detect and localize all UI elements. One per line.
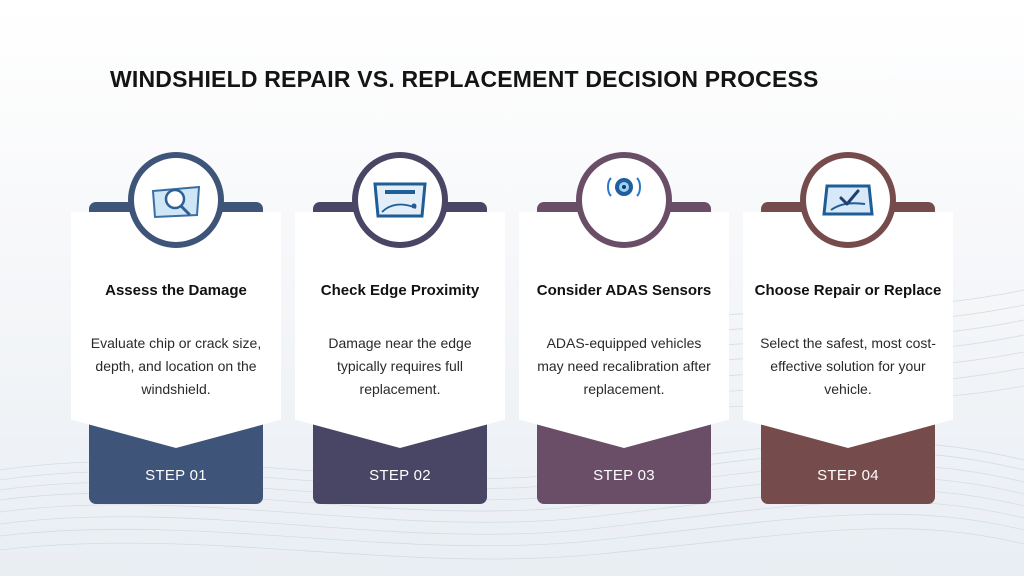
page-title: WINDSHIELD REPAIR VS. REPLACEMENT DECISI… — [110, 66, 819, 92]
step-4-icon-circle — [800, 152, 896, 248]
step-1-description: Evaluate chip or crack size, depth, and … — [90, 335, 262, 397]
step-3-description: ADAS-equipped vehicles may need recalibr… — [537, 335, 711, 397]
step-3: STEP 03 Consider ADAS Sensors ADAS-equip… — [519, 152, 729, 504]
step-1-card — [71, 212, 281, 448]
step-3-card — [519, 212, 729, 448]
step-3-label: STEP 03 — [593, 467, 655, 484]
step-1: STEP 01 Assess the Damage Evaluate chip … — [71, 152, 281, 504]
step-4-heading: Choose Repair or Replace — [754, 282, 942, 299]
step-1-icon-circle — [128, 152, 224, 248]
sensor-camera-icon — [607, 177, 641, 197]
step-2-icon-circle — [352, 152, 448, 248]
windshield-edge-icon — [373, 182, 427, 218]
step-2: STEP 02 Check Edge Proximity Damage near… — [295, 152, 505, 504]
step-1-label: STEP 01 — [145, 467, 207, 484]
step-4-label: STEP 04 — [817, 467, 879, 484]
magnifier-windshield-icon — [151, 185, 201, 219]
step-3-heading: Consider ADAS Sensors — [536, 282, 712, 299]
step-4: STEP 04 Choose Repair or Replace Select … — [743, 152, 953, 504]
step-2-description: Damage near the edge typically requires … — [328, 335, 472, 397]
step-4-card — [743, 212, 953, 448]
windshield-check-icon — [822, 184, 874, 216]
step-1-heading: Assess the Damage — [105, 282, 247, 299]
step-2-heading: Check Edge Proximity — [320, 282, 480, 299]
step-2-card — [295, 212, 505, 448]
step-2-label: STEP 02 — [369, 467, 431, 484]
step-4-description: Select the safest, most cost-effective s… — [760, 335, 936, 397]
step-3-icon-circle — [576, 152, 672, 248]
